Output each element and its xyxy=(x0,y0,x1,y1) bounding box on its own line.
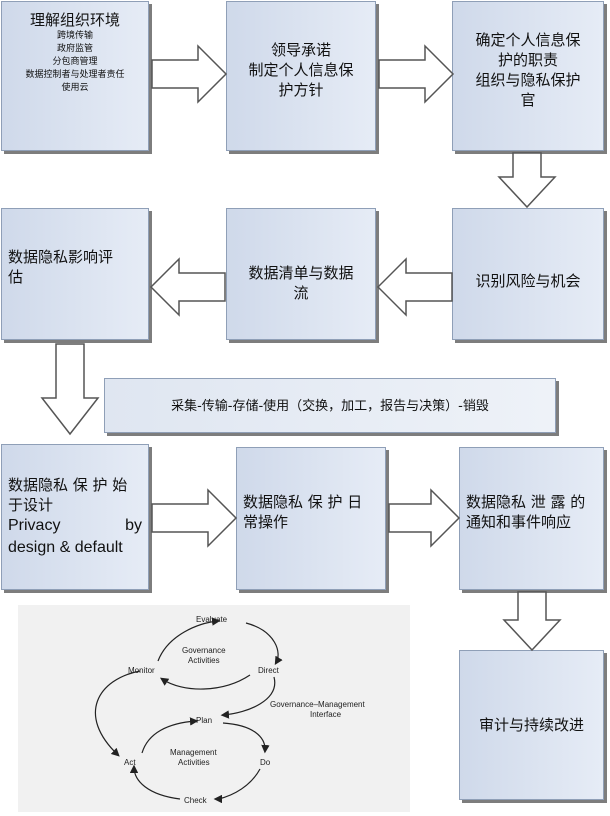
box-audit: 审计与持续改进 xyxy=(459,650,604,800)
breach-line: 数据隐私 泄 露 的 xyxy=(466,493,586,511)
box-dpia: 数据隐私影响评 估 xyxy=(1,208,149,340)
audit-text: 审计与持续改进 xyxy=(478,716,584,734)
understand-item: 使用云 xyxy=(61,83,89,93)
cycle-governance-label: Activities xyxy=(188,656,220,665)
duties-line: 官 xyxy=(520,91,536,109)
box-privacy-by-design: 数据隐私 保 护 始 于设计 Privacy by design & defau… xyxy=(1,444,149,590)
cycle-monitor-label: Monitor xyxy=(128,666,155,675)
lifecycle-text: 采集-传输-存储-使用（交换，加工，报告与决策）-销毁 xyxy=(171,399,489,414)
governance-cycle-diagram: Evaluate Governance Activities Direct Mo… xyxy=(18,605,410,812)
arrow-left-icon xyxy=(376,257,453,317)
arrow-right-icon xyxy=(378,44,455,104)
cycle-direct-label: Direct xyxy=(258,666,280,675)
privacy-design-en-line2: design & default xyxy=(8,539,123,556)
arrow-right-icon xyxy=(388,488,461,548)
cycle-plan-label: Plan xyxy=(196,716,212,725)
understand-item: 分包商管理 xyxy=(52,57,98,67)
lifecycle-banner: 采集-传输-存储-使用（交换，加工，报告与决策）-销毁 xyxy=(104,378,556,433)
arrow-left-icon xyxy=(149,257,226,317)
breach-line: 通知和事件响应 xyxy=(466,513,572,531)
cycle-check-label: Check xyxy=(184,796,208,805)
understand-item: 政府监管 xyxy=(56,44,93,54)
inventory-line: 流 xyxy=(293,284,309,302)
cycle-do-label: Do xyxy=(260,758,271,767)
box-identify-risk: 识别风险与机会 xyxy=(452,208,604,340)
privacy-design-line: 于设计 xyxy=(8,496,54,514)
daily-ops-line: 常操作 xyxy=(243,513,289,531)
dpia-line: 估 xyxy=(8,268,24,286)
box-duties: 确定个人信息保 护的职责 组织与隐私保护 官 xyxy=(452,1,604,151)
cycle-governance-label: Governance xyxy=(182,646,226,655)
cycle-act-label: Act xyxy=(124,758,136,767)
understand-item: 数据控制者与处理者责任 xyxy=(25,70,125,80)
cycle-management-label: Management xyxy=(170,748,217,757)
box-inventory: 数据清单与数据 流 xyxy=(226,208,376,340)
daily-ops-line: 数据隐私 保 护 日 xyxy=(243,493,363,511)
leadership-line: 护方针 xyxy=(278,81,324,99)
duties-line: 组织与隐私保护 xyxy=(475,71,581,89)
duties-line: 护的职责 xyxy=(497,51,558,69)
privacy-en-word: by xyxy=(125,517,142,534)
privacy-design-en-line1: Privacy by xyxy=(8,515,142,537)
arrow-down-icon xyxy=(497,152,557,209)
arrow-down-icon xyxy=(502,591,562,652)
box-understand-context: 理解组织环境 跨境传输 政府监管 分包商管理 数据控制者与处理者责任 使用云 xyxy=(1,1,149,151)
arrow-right-icon xyxy=(151,44,228,104)
privacy-design-line: 数据隐私 保 护 始 xyxy=(8,476,128,494)
arrow-down-icon xyxy=(40,343,100,436)
box-breach-response: 数据隐私 泄 露 的 通知和事件响应 xyxy=(459,447,604,590)
leadership-line: 领导承诺 xyxy=(270,41,331,59)
inventory-line: 数据清单与数据 xyxy=(248,264,354,282)
duties-line: 确定个人信息保 xyxy=(475,31,581,49)
leadership-line: 制定个人信息保 xyxy=(248,61,354,79)
privacy-en-word: Privacy xyxy=(8,517,61,534)
understand-item: 跨境传输 xyxy=(56,31,93,41)
cycle-management-label: Activities xyxy=(178,758,210,767)
understand-title: 理解组织环境 xyxy=(29,11,120,29)
dpia-line: 数据隐私影响评 xyxy=(8,248,114,266)
cycle-evaluate-label: Evaluate xyxy=(196,615,228,624)
cycle-interface-label: Interface xyxy=(310,710,342,719)
cycle-interface-label: Governance–Management xyxy=(270,700,366,709)
box-daily-operations: 数据隐私 保 护 日 常操作 xyxy=(236,447,386,590)
box-leadership: 领导承诺 制定个人信息保 护方针 xyxy=(226,1,376,151)
arrow-right-icon xyxy=(151,488,238,548)
identify-risk-text: 识别风险与机会 xyxy=(475,272,581,290)
